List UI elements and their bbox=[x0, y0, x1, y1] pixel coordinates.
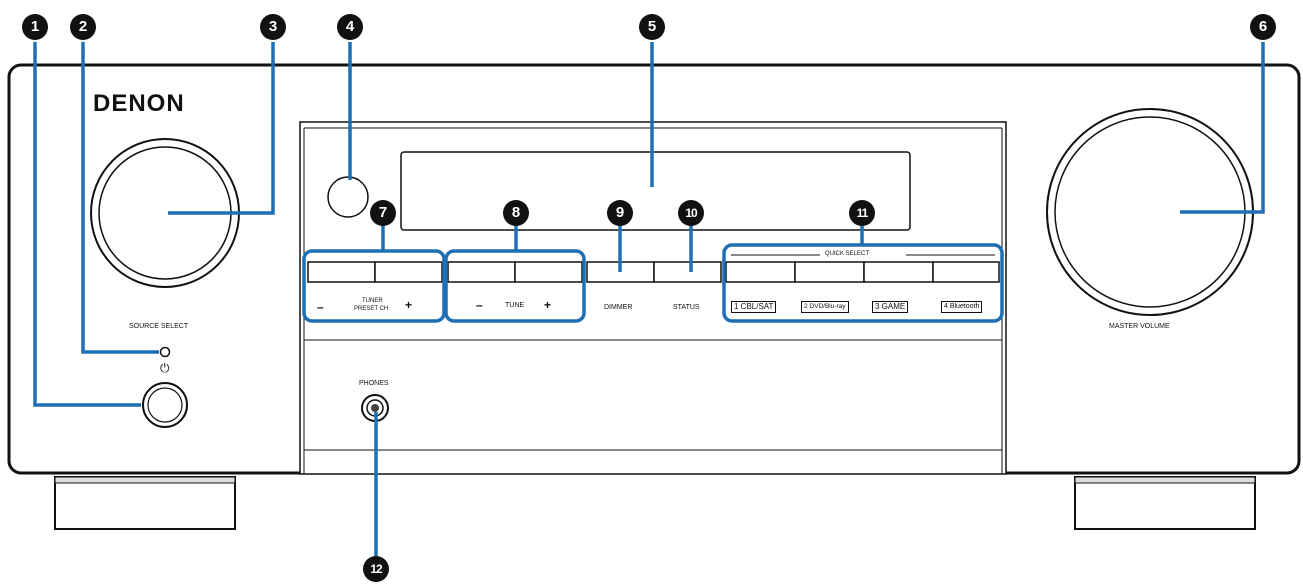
right-foot bbox=[1074, 476, 1256, 530]
phones-label: PHONES bbox=[359, 380, 389, 387]
left-foot bbox=[54, 476, 236, 530]
source-select-label: SOURCE SELECT bbox=[129, 323, 189, 330]
quick-select-4-label: 4 Bluetooth bbox=[941, 301, 983, 313]
callout-10: 10 bbox=[678, 200, 704, 226]
quick-select-3-label: 3 GAME bbox=[872, 301, 909, 313]
tune-minus-label: – bbox=[476, 298, 483, 312]
callout-12: 12 bbox=[363, 556, 389, 582]
master-volume-label: MASTER VOLUME bbox=[1109, 323, 1170, 330]
quick-select-label: QUICK SELECT bbox=[823, 251, 872, 257]
remote-sensor bbox=[327, 176, 369, 218]
callout-8: 8 bbox=[503, 200, 529, 226]
callout-9: 9 bbox=[607, 200, 633, 226]
power-button bbox=[142, 382, 188, 428]
button-row bbox=[307, 261, 1000, 283]
power-indicator bbox=[159, 346, 171, 358]
tune-plus-label: + bbox=[544, 298, 552, 312]
quick-select-1-label: 1 CBL/SAT bbox=[731, 301, 777, 313]
callout-11: 11 bbox=[849, 200, 875, 226]
tuner-plus-label: + bbox=[405, 298, 413, 312]
callout-1: 1 bbox=[22, 14, 48, 40]
display bbox=[400, 151, 911, 231]
callout-6: 6 bbox=[1250, 14, 1276, 40]
callout-7: 7 bbox=[370, 200, 396, 226]
dimmer-label: DIMMER bbox=[604, 304, 633, 311]
quick-select-2-label: 2 DVD/Blu-ray bbox=[801, 301, 849, 313]
tune-label: TUNE bbox=[505, 302, 525, 309]
status-label: STATUS bbox=[673, 304, 700, 311]
callout-3: 3 bbox=[260, 14, 286, 40]
brand-logo: DENON bbox=[93, 90, 185, 117]
tuner-minus-label: – bbox=[317, 300, 324, 314]
preset-ch-label: PRESET CH bbox=[354, 306, 389, 312]
power-icon: ⏻ bbox=[160, 361, 170, 375]
callout-2: 2 bbox=[70, 14, 96, 40]
tuner-label: TUNER bbox=[362, 298, 383, 304]
callout-5: 5 bbox=[639, 14, 665, 40]
callout-4: 4 bbox=[337, 14, 363, 40]
